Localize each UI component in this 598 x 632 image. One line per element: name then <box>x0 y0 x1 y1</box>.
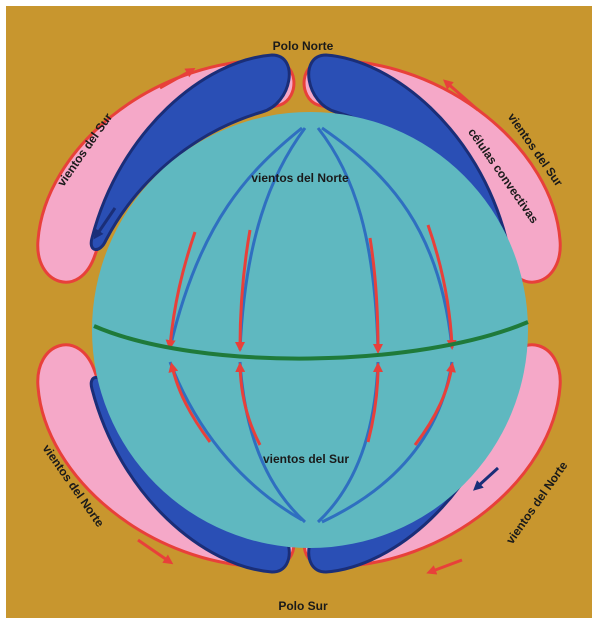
north-pole-label: Polo Norte <box>273 39 334 53</box>
south-pole-label: Polo Sur <box>278 599 328 613</box>
north-winds-globe-label: vientos del Norte <box>251 171 349 185</box>
south-winds-globe-label: vientos del Sur <box>263 452 349 466</box>
